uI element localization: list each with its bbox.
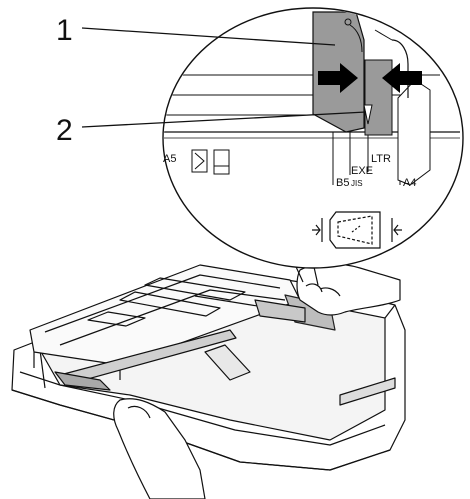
label-b5: B5 — [336, 177, 349, 189]
callout-2-number: 2 — [56, 114, 73, 147]
label-ltr: LTR — [371, 153, 391, 165]
label-b5-jis: JIS — [351, 179, 363, 188]
envelope-icon — [214, 150, 229, 174]
label-exe: EXE — [351, 165, 373, 177]
callout-1-number: 1 — [56, 14, 73, 47]
label-a4: A4 — [403, 177, 416, 189]
paper-orientation-icon — [192, 150, 207, 172]
label-a5: A5 — [163, 153, 176, 165]
zoom-circle — [150, 8, 463, 268]
